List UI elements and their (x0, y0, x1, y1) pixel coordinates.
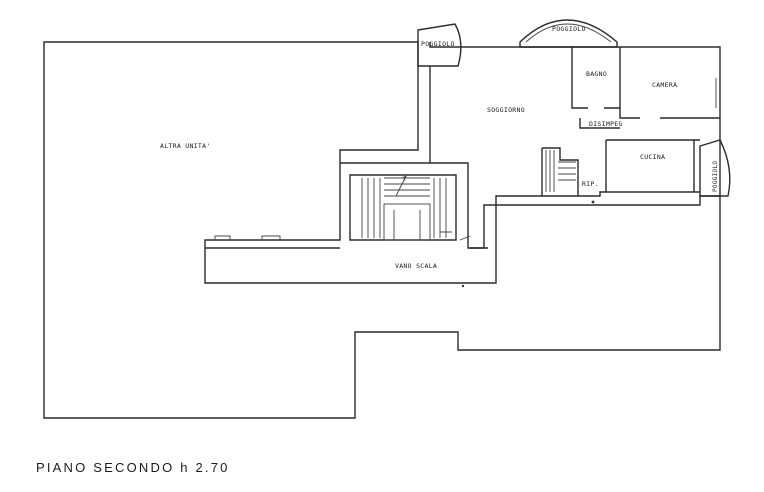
label-disimpegno: DISIMPEG (589, 120, 623, 128)
label-camera: CAMERA (652, 81, 677, 89)
stair-flights (361, 177, 447, 241)
door-mark (591, 200, 595, 204)
label-altra-unita: ALTRA UNITA' (160, 142, 211, 150)
corridor-dots (214, 231, 471, 241)
apartment-wall (429, 42, 721, 196)
label-soggiorno: SOGGIORNO (487, 106, 525, 114)
label-poggiolo-left: POGGIOLO (421, 40, 455, 48)
label-poggiolo-right: POGGIOLO (712, 161, 719, 192)
floor-outline (43, 41, 721, 419)
label-poggiolo-top: POGGIOLO (552, 25, 586, 33)
poggiolo-left-shape (417, 23, 462, 67)
camera-wall-bottom (619, 108, 720, 119)
stairwell-inner (349, 174, 457, 241)
label-cucina: CUCINA (640, 153, 665, 161)
disimpegno-walls (579, 118, 700, 141)
floor-title: PIANO SECONDO h 2.70 (36, 460, 230, 475)
drain-mark (461, 284, 465, 288)
apartment-bottom-wall (495, 191, 700, 205)
poggiolo-right-shape (699, 139, 731, 197)
internal-stair (541, 147, 579, 196)
poggiolo-top-shape (519, 19, 618, 48)
label-rip: RIP. (582, 180, 599, 188)
label-bagno: BAGNO (586, 70, 607, 78)
stairwell-outer (340, 162, 496, 249)
stair-arrow-head (401, 175, 407, 182)
poggiolo-top-rail (525, 23, 612, 43)
label-vano-scala: VANO SCALA (395, 262, 437, 270)
